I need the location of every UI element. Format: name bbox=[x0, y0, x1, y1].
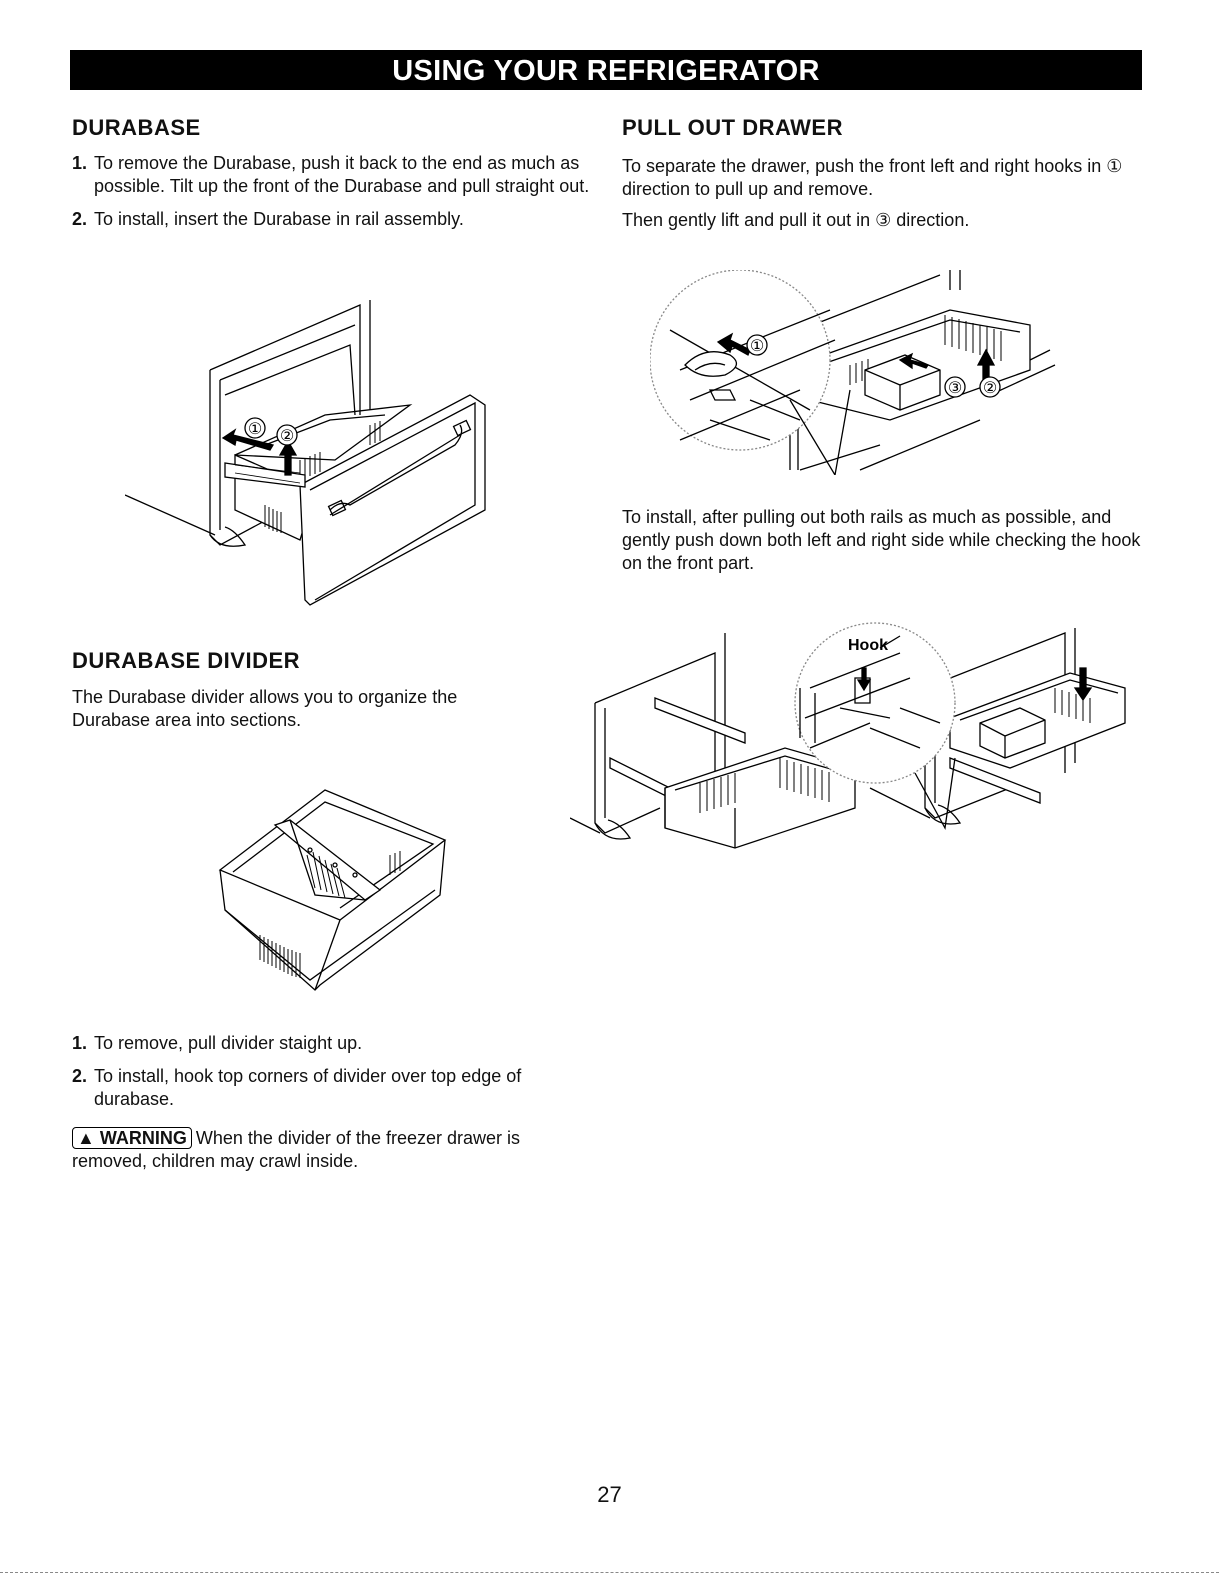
warning-text: When the divider of the freezer drawer i… bbox=[72, 1128, 520, 1171]
pull-out-drawer-heading: PULL OUT DRAWER bbox=[622, 115, 843, 140]
durabase-step-2: 2.To install, insert the Durabase in rai… bbox=[72, 209, 464, 229]
figure-label-3: ③ bbox=[948, 378, 962, 397]
durabase-divider-illustration bbox=[215, 780, 455, 995]
durabase-removal-illustration: ① ② bbox=[125, 295, 495, 615]
section-banner: USING YOUR REFRIGERATOR bbox=[70, 50, 1142, 90]
figure-label-1: ① bbox=[248, 419, 262, 438]
pull-out-para-2: Then gently lift and pull it out in ③ di… bbox=[622, 210, 970, 230]
durabase-divider-intro: The Durabase divider allows you to organ… bbox=[72, 687, 458, 730]
divider-step-2: 2.To install, hook top corners of divide… bbox=[72, 1066, 522, 1109]
pull-out-para-1: To separate the drawer, push the front l… bbox=[622, 156, 1123, 199]
bottom-divider bbox=[0, 1572, 1219, 1573]
durabase-steps: 1.To remove the Durabase, push it back t… bbox=[72, 152, 592, 241]
drawer-removal-illustration: ① ③ ② bbox=[650, 270, 1070, 475]
durabase-heading: DURABASE bbox=[72, 115, 201, 140]
figure-label-2: ② bbox=[280, 426, 294, 445]
durabase-divider-heading: DURABASE DIVIDER bbox=[72, 648, 301, 673]
warning-icon: ▲ bbox=[77, 1128, 95, 1148]
drawer-install-illustration: Hook bbox=[570, 608, 1130, 858]
divider-step-1: 1.To remove, pull divider staight up. bbox=[72, 1033, 363, 1053]
durabase-divider-steps: 1.To remove, pull divider staight up. 2.… bbox=[72, 1032, 592, 1121]
figure-label-2: ② bbox=[983, 378, 997, 397]
hook-label: Hook bbox=[848, 637, 888, 654]
durabase-step-1: 1.To remove the Durabase, push it back t… bbox=[72, 153, 590, 196]
pull-out-para-3: To install, after pulling out both rails… bbox=[622, 507, 1141, 573]
page-number: 27 bbox=[597, 1482, 622, 1507]
figure-label-1: ① bbox=[750, 336, 764, 355]
warning-badge: ▲ WARNING bbox=[72, 1127, 192, 1149]
